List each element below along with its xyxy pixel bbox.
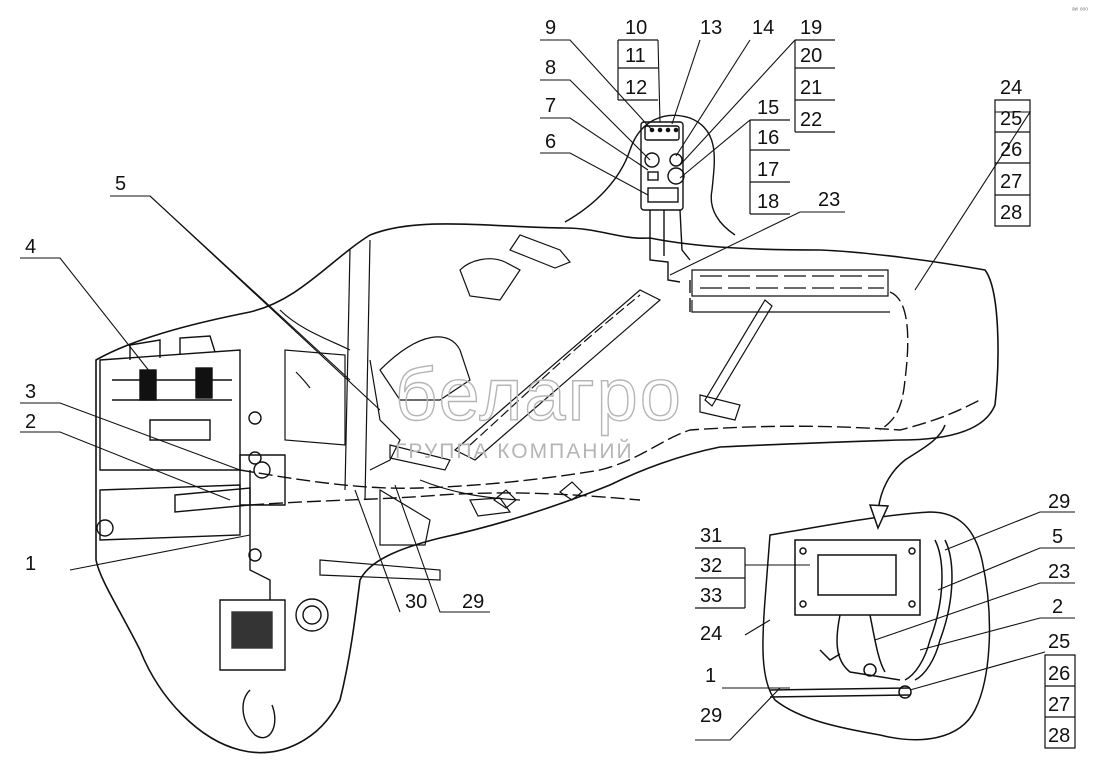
detail-view-arrow xyxy=(868,424,946,531)
callout-5: 5 xyxy=(115,173,126,195)
callout-29-inset-bottom: 29 xyxy=(700,705,722,727)
callout-10: 10 xyxy=(625,17,647,39)
callout-26-top: 26 xyxy=(1000,139,1022,161)
control-panel-assembly xyxy=(564,114,736,283)
callout-14: 14 xyxy=(752,17,774,39)
callout-29-inset-top: 29 xyxy=(1048,491,1070,513)
callout-28-top: 28 xyxy=(1000,202,1022,224)
callout-4: 4 xyxy=(25,236,36,258)
callout-12: 12 xyxy=(625,77,647,99)
callout-11: 11 xyxy=(625,45,646,67)
callout-7: 7 xyxy=(545,95,556,117)
cab-interior-detail xyxy=(279,234,890,581)
corner-mark: ᵃʷ ᵒᵒᵒ xyxy=(1072,7,1088,14)
callout-18: 18 xyxy=(757,191,779,213)
battery-compartment-inset xyxy=(762,511,991,741)
callout-20: 20 xyxy=(800,45,822,67)
callout-31: 31 xyxy=(700,525,722,547)
watermark-title: белагро xyxy=(395,353,683,436)
callout-33: 33 xyxy=(700,585,722,607)
callout-28-inset: 28 xyxy=(1048,725,1070,747)
callout-25-top: 25 xyxy=(1000,108,1022,130)
callout-19: 19 xyxy=(800,17,822,39)
callout-5-inset: 5 xyxy=(1052,526,1063,548)
callout-27-top: 27 xyxy=(1000,171,1022,193)
callout-1: 1 xyxy=(25,553,36,575)
callout-23-top: 23 xyxy=(818,189,840,211)
callout-6: 6 xyxy=(545,131,556,153)
callout-13: 13 xyxy=(700,17,722,39)
callout-leader-lines xyxy=(20,39,1075,741)
callout-17: 17 xyxy=(757,159,779,181)
callout-3: 3 xyxy=(25,381,36,403)
main-cab-outline xyxy=(95,223,999,754)
callout-30: 30 xyxy=(405,591,427,613)
callout-24-inset: 24 xyxy=(700,623,722,645)
callout-29-main: 29 xyxy=(462,591,484,613)
callout-2-inset: 2 xyxy=(1052,596,1063,618)
callout-22: 22 xyxy=(800,109,822,131)
callout-26-inset: 26 xyxy=(1048,663,1070,685)
wiring-harness-routes xyxy=(239,280,981,506)
callout-9: 9 xyxy=(545,17,556,39)
callout-15: 15 xyxy=(757,97,779,119)
callout-27-inset: 27 xyxy=(1048,694,1070,716)
callout-2: 2 xyxy=(25,411,36,433)
callout-1-inset: 1 xyxy=(705,665,716,687)
callout-25-inset: 25 xyxy=(1048,631,1070,653)
company-watermark: белагро ГРУППА КОМПАНИЙ xyxy=(394,352,683,463)
callout-24-top: 24 xyxy=(1000,77,1022,99)
watermark-subtitle: ГРУППА КОМПАНИЙ xyxy=(395,439,634,463)
callout-8: 8 xyxy=(545,57,556,79)
callout-boxes xyxy=(617,39,1076,749)
callout-32: 32 xyxy=(700,555,722,577)
callout-23-inset: 23 xyxy=(1048,561,1070,583)
engine-block-left xyxy=(96,335,329,739)
callout-21: 21 xyxy=(800,77,822,99)
callout-numbers: 1 2 3 4 5 6 7 8 9 10 11 12 13 14 15 16 1… xyxy=(25,17,1070,747)
callout-16: 16 xyxy=(757,127,779,149)
